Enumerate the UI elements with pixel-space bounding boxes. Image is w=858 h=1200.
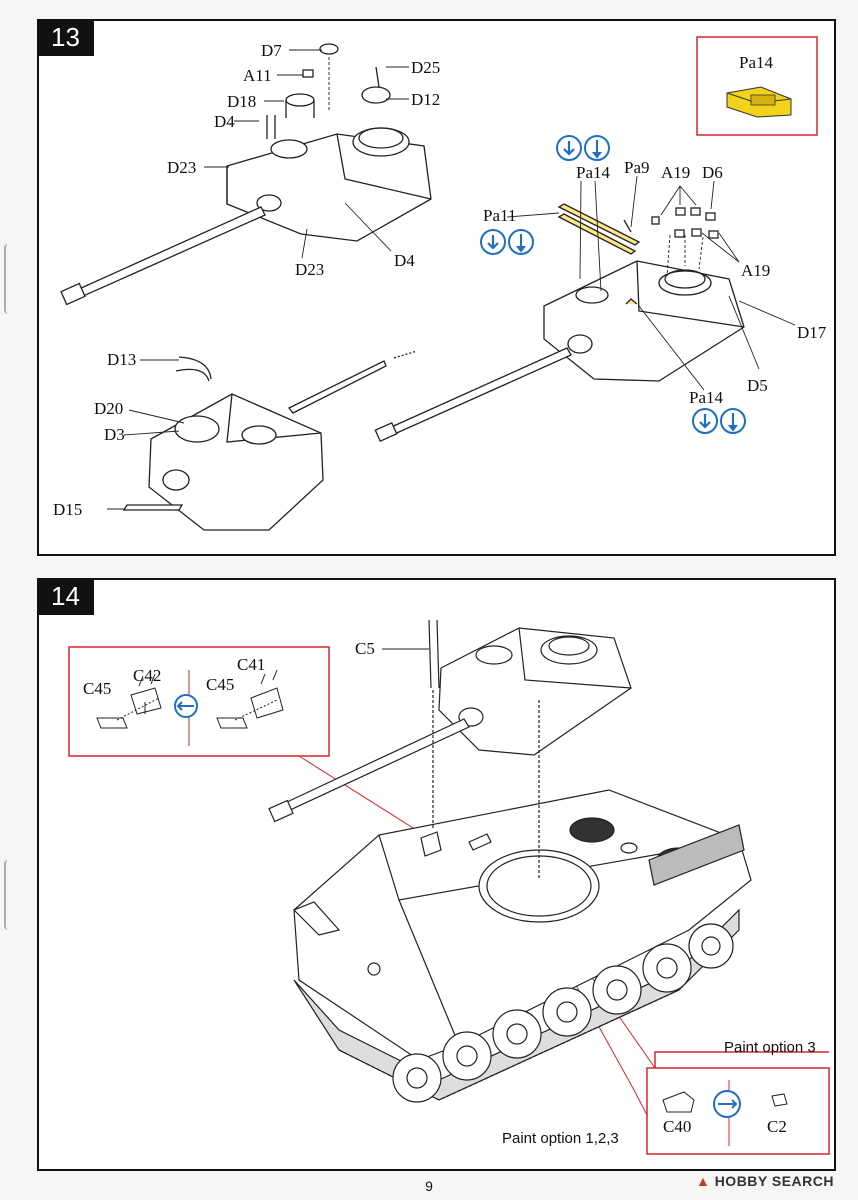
part-label: A19 [661,163,690,182]
turret-right [374,203,745,443]
part-label: Pa11 [483,206,516,225]
step-13-panel: 13 [37,19,836,556]
part-label: D7 [261,41,282,60]
part-label: D12 [411,90,440,109]
part-label: D5 [747,376,768,395]
step-14-labels: C5 C45 C42 C45 C41 C40 C2 Paint option 3… [83,639,816,1147]
paint-option-label: Paint option 1,2,3 [502,1130,619,1147]
part-label: C45 [206,675,234,694]
part-label: D20 [94,399,123,418]
turret-top-left [60,43,432,306]
part-label: D13 [107,350,136,369]
watermark: ▲ HOBBY SEARCH [696,1173,834,1189]
part-label: Pa9 [624,158,650,177]
part-label: C2 [767,1117,787,1136]
binder-mark [4,244,14,314]
part-label: D4 [214,112,235,131]
part-label: D25 [411,58,440,77]
tank-illustration [268,619,752,1103]
part-label: Pa14 [689,388,724,407]
part-label: D4 [394,251,415,270]
step-number: 14 [37,578,94,615]
part-label: D23 [167,158,196,177]
blue-icons [480,135,746,434]
step-13-labels: D7 A11 D18 D4 D23 D25 D12 D23 D4 D13 D20… [53,41,827,519]
pa14-part-illustration [726,86,792,118]
part-label: A11 [243,66,272,85]
part-label: D15 [53,500,82,519]
step-14-panel: 14 [37,578,836,1171]
part-label: D3 [104,425,125,444]
paint-option-label: Paint option 3 [724,1039,816,1056]
step-14-diagram: C5 C45 C42 C45 C41 C40 C2 Paint option 3… [68,619,830,1155]
bend-down-icon [480,229,506,255]
part-label: C5 [355,639,375,658]
direction-icon [713,1090,741,1118]
turret-bottom-left [122,350,418,531]
watermark-text: HOBBY SEARCH [714,1173,834,1189]
inset-frame [696,36,818,136]
page-number: 9 [425,1178,433,1194]
c45-parts [96,669,284,729]
glue-icon [508,229,534,255]
inset-label: Pa14 [739,53,774,72]
bend-down-icon [692,408,718,434]
part-label: C41 [237,655,265,674]
part-label: C42 [133,666,161,685]
part-label: D17 [797,323,827,342]
hobby-search-logo-icon: ▲ [695,1173,711,1189]
callout-box-c45 [68,646,330,757]
binder-mark [4,860,14,930]
part-label: D23 [295,260,324,279]
part-label: C45 [83,679,111,698]
bend-down-icon [556,135,582,161]
part-label: Pa14 [576,163,611,182]
part-label: A19 [741,261,770,280]
part-label: C40 [663,1117,691,1136]
leader-lines [204,49,409,259]
glue-icon [584,135,610,161]
step-number: 13 [37,19,94,56]
glue-icon [720,408,746,434]
part-label: D18 [227,92,256,111]
direction-icon [174,694,198,718]
part-label: D6 [702,163,723,182]
step-13-diagram: D7 A11 D18 D4 D23 D25 D12 D23 D4 D13 D20… [53,36,827,531]
